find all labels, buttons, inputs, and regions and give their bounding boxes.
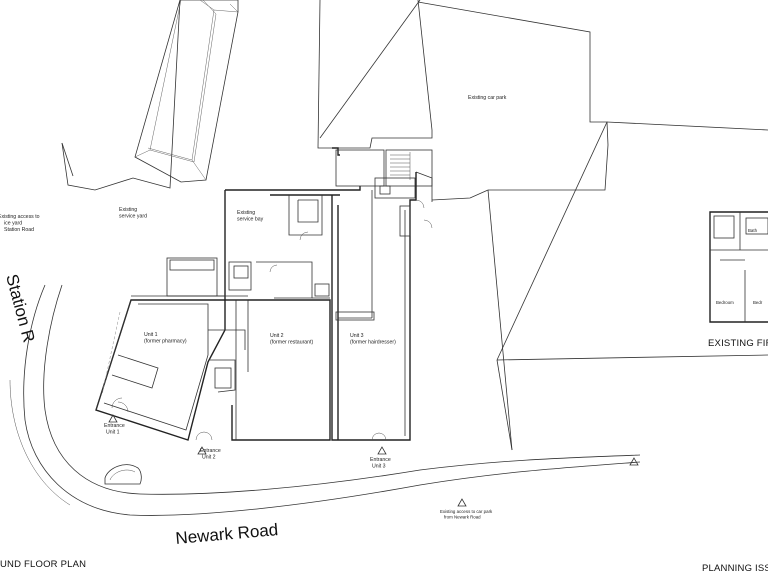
label-unit3-line1: Unit 3 (350, 333, 364, 339)
title-existing-first: EXISTING FIRS (708, 338, 768, 349)
station-road-kerb (9, 284, 641, 516)
title-ground-floor-plan: UND FLOOR PLAN (0, 559, 86, 570)
access-markers (108, 414, 639, 507)
label-bedroom2: Bedr (753, 300, 763, 305)
main-building (95, 147, 433, 441)
label-unit3: Unit 3 (former hairdresser) (350, 333, 396, 346)
label-unit3-line2: (former hairdresser) (350, 340, 396, 346)
label-access-line1: Existing access to (0, 214, 40, 220)
label-access-carpark-line1: Existing access to car park (440, 509, 493, 514)
label-entrance2-line1: Entrance (200, 448, 221, 454)
road-name-station: Station R (2, 272, 38, 344)
label-car-park: Existing car park (468, 95, 507, 101)
label-service-yard-line1: Existing (119, 207, 137, 213)
label-service-bay-line1: Existing (237, 210, 255, 216)
pitched-roof-building (134, 0, 239, 183)
label-service-yard-line2: service yard (119, 214, 147, 220)
label-unit2-line2: (former restaurant) (270, 340, 314, 346)
label-unit2-line1: Unit 2 (270, 333, 284, 339)
label-service-yard: Existing service yard (119, 207, 147, 220)
label-unit1-line2: (former pharmacy) (144, 339, 187, 345)
label-bedroom: Bedroom (716, 300, 734, 305)
label-access-carpark: Existing access to car park from Newark … (440, 509, 493, 520)
road-name-newark: Newark Road (175, 520, 279, 548)
label-access-line2: ice yard (4, 221, 22, 227)
title-planning-issue: PLANNING ISS (702, 563, 768, 574)
label-entrance1-line2: Unit 1 (106, 430, 120, 436)
label-entrance2: Entrance Unit 2 (200, 448, 222, 461)
label-unit1-line1: Unit 1 (144, 332, 158, 338)
bin-store (104, 464, 142, 485)
label-service-bay-line2: service bay (237, 217, 264, 223)
label-unit2: Unit 2 (former restaurant) (270, 333, 314, 346)
label-entrance3-line1: Entrance (370, 457, 391, 463)
label-access-line3: Station Road (4, 227, 34, 233)
label-entrance3: Entrance Unit 3 (370, 457, 392, 470)
label-bath: Bath (748, 228, 758, 233)
label-service-bay: Existing service bay (237, 210, 264, 223)
site-boundary-lines (61, 0, 768, 451)
label-unit1: Unit 1 (former pharmacy) (144, 332, 187, 345)
label-access-station-road: Existing access to ice yard Station Road (0, 214, 41, 233)
label-entrance1-line1: Entrance (104, 423, 125, 429)
label-access-carpark-line2: from Newark Road (444, 515, 481, 520)
label-entrance3-line2: Unit 3 (372, 464, 386, 470)
label-entrance2-line2: Unit 2 (202, 455, 216, 461)
first-floor-plan (709, 211, 768, 323)
label-entrance1: Entrance Unit 1 (104, 423, 126, 436)
